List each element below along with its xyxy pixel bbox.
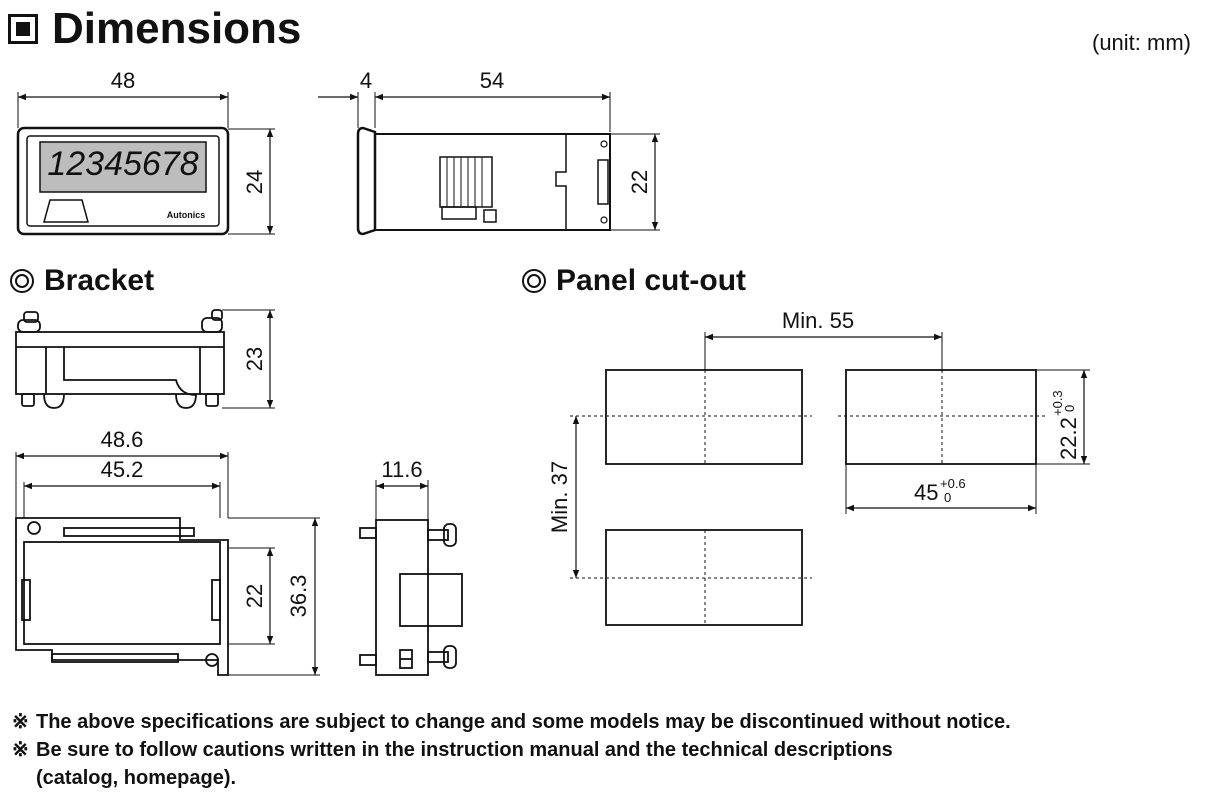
dim-cut-width-tol-plus: +0.6	[940, 476, 966, 491]
display-digits: 12345678	[47, 145, 198, 183]
bracket-heading: Bracket	[10, 264, 154, 298]
bracket-side-view	[359, 480, 463, 676]
bracket-top-view	[15, 452, 320, 676]
dim-front-height: 24	[242, 170, 267, 194]
cutout-heading-text: Panel cut-out	[556, 264, 747, 297]
dim-side-depth: 54	[480, 68, 504, 93]
double-circle-icon	[10, 269, 34, 293]
brand-logo: Autonics	[167, 210, 206, 220]
note-2-continuation: (catalog, homepage).	[36, 767, 237, 789]
dim-cut-width-tol-zero: 0	[944, 490, 951, 505]
front-view	[16, 92, 275, 236]
dim-bracket-height: 23	[242, 347, 267, 371]
dim-bracket-inner-h: 22	[242, 584, 267, 608]
double-circle-icon	[522, 269, 546, 293]
dim-bracket-inner: 45.2	[101, 457, 144, 482]
cutout-heading: Panel cut-out	[522, 264, 746, 298]
unit-label: (unit: mm)	[1092, 30, 1191, 55]
note-1: ※ The above specifications are subject t…	[12, 708, 1011, 736]
page-title-text: Dimensions	[52, 4, 302, 53]
dim-cut-min-h: Min. 55	[782, 308, 854, 333]
dim-cut-height-tol-plus: +0.3	[1050, 390, 1065, 416]
filled-square-icon	[8, 14, 38, 44]
dim-side-bezel: 4	[360, 68, 372, 93]
note-2: ※ Be sure to follow cautions written in …	[12, 736, 1011, 764]
page-title: Dimensions	[8, 4, 301, 54]
dim-bracket-side: 11.6	[381, 457, 422, 482]
bracket-heading-text: Bracket	[44, 264, 155, 297]
side-view	[318, 92, 660, 236]
dim-cut-min-v: Min. 37	[547, 461, 572, 533]
dim-bracket-outer-h: 36.3	[286, 575, 311, 618]
dim-cut-height-base: 22.2	[1056, 417, 1081, 460]
note-2-text: Be sure to follow cautions written in th…	[36, 739, 893, 761]
dim-cut-width-base: 45	[914, 480, 938, 505]
dim-front-width: 48	[111, 68, 135, 93]
notes: ※ The above specifications are subject t…	[12, 708, 1011, 792]
bracket-elevation	[15, 309, 275, 409]
dim-bracket-outer: 48.6	[101, 427, 144, 452]
panel-cutout	[570, 332, 1090, 626]
dim-cut-height-tol-zero: 0	[1062, 405, 1077, 412]
note-mark: ※	[12, 739, 29, 761]
note-mark: ※	[12, 711, 29, 733]
dim-cut-height: 22.2 +0.3 0	[1050, 390, 1081, 460]
dim-side-height: 22	[627, 170, 652, 194]
note-1-text: The above specifications are subject to …	[36, 711, 1011, 733]
